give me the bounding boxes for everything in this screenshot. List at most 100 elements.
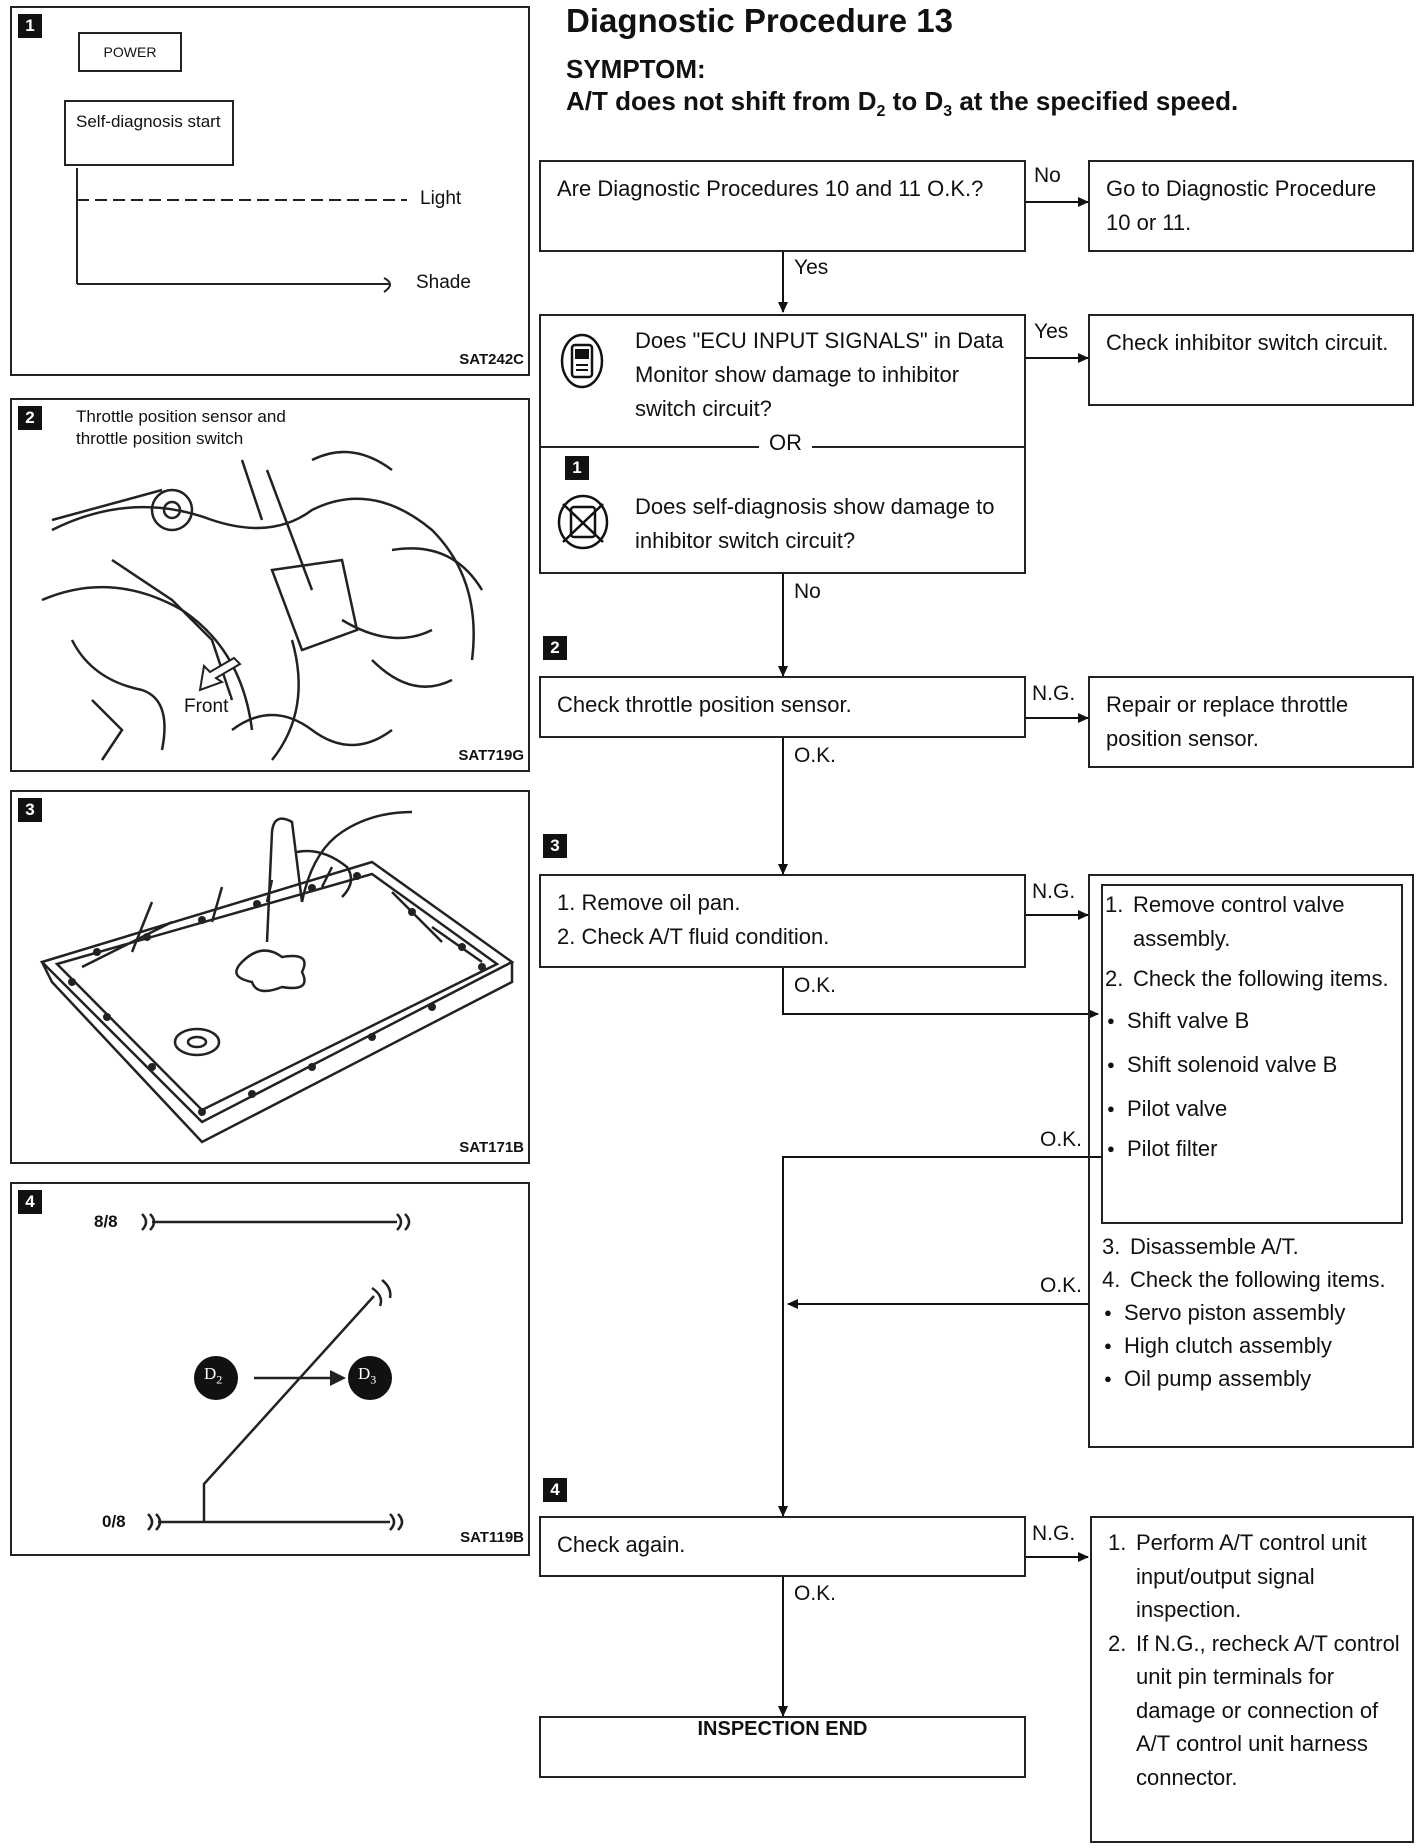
throttle-zero-label: 0/8 [102, 1512, 126, 1531]
dis-bullet: Oil pump assembly [1102, 1362, 1408, 1395]
cv-item-2: 2. Check the following items. [1105, 962, 1395, 996]
inspection-end-label: INSPECTION END [697, 1718, 868, 1740]
panel-number: 4 [18, 1190, 42, 1214]
action-text: Go to Diagnostic Procedure 10 or 11. [1106, 176, 1377, 235]
self-diagnosis-icon [557, 494, 609, 550]
panel-number: 2 [18, 406, 42, 430]
power-label: POWER [103, 44, 157, 60]
ok-label: O.K. [794, 974, 837, 997]
action-go-to-procedure: Go to Diagnostic Procedure 10 or 11. [1088, 160, 1414, 252]
panel-3-oil-pan: 3 SAT171B [10, 790, 530, 1164]
page-title: Diagnostic Procedure 13 [566, 2, 953, 39]
oil-pan-illustration [39, 810, 515, 1144]
no-label: No [1034, 164, 1061, 187]
panel-1-timing: 1 POWER Self-diagnosis start Light Shade… [10, 6, 530, 376]
ng-label: N.G. [1032, 880, 1076, 903]
cu-item-num: 2. [1108, 1630, 1127, 1656]
no-label: No [794, 580, 821, 603]
dis-item-3: 3. Disassemble A/T. [1102, 1230, 1408, 1263]
remove-oil-pan-step: 1. Remove oil pan. 2. Check A/T fluid co… [539, 874, 1026, 968]
cv-bullet: Pilot valve [1105, 1092, 1395, 1126]
cu-item-text: If N.G., recheck A/T control unit pin te… [1136, 1630, 1400, 1790]
consult-question-text: Does "ECU INPUT SIGNALS" in Data Monitor… [635, 328, 1004, 421]
disassemble-list: 3. Disassemble A/T. 4.Check the following… [1102, 1230, 1408, 1395]
timing-lines [76, 168, 407, 293]
dis-item-num: 3. [1102, 1234, 1121, 1259]
step-badge-4: 4 [543, 1478, 567, 1502]
inspection-procedure-outer [1088, 874, 1414, 1448]
step-badge-2: 2 [543, 636, 567, 660]
symptom-text-part2: to D [885, 86, 944, 116]
d2-letter: D [204, 1364, 217, 1383]
self-diagnosis-question-text: Does self-diagnosis show damage to inhib… [635, 494, 995, 553]
cv-bullet: Shift valve B [1105, 1004, 1395, 1038]
dis-item-4: 4.Check the following items. [1102, 1263, 1408, 1296]
figure-code: SAT242C [459, 351, 524, 368]
power-box: POWER [78, 32, 182, 72]
ok-label: O.K. [794, 1582, 837, 1605]
front-label: Front [182, 696, 231, 718]
check-again-step: Check again. [539, 1516, 1026, 1577]
cv-item-text: Check the following items. [1133, 966, 1389, 991]
d2-label: D2 [204, 1364, 222, 1387]
check-throttle-sensor: Check throttle position sensor. [539, 676, 1026, 738]
self-diagnosis-box: Self-diagnosis start [64, 100, 234, 166]
step-item-2: 2. Check A/T fluid condition. [557, 924, 830, 949]
step-badge-3: 3 [543, 834, 567, 858]
ok-label: O.K. [1040, 1128, 1083, 1151]
dis-item-text: Disassemble A/T. [1130, 1234, 1299, 1259]
panel-number: 1 [18, 14, 42, 38]
cu-item-2: 2. If N.G., recheck A/T control unit pin … [1108, 1627, 1406, 1795]
d3-label: D3 [358, 1364, 376, 1387]
cv-item-1: 1. Remove control valve assembly. [1105, 888, 1395, 956]
step-text: Check again. [557, 1532, 686, 1557]
yes-label: Yes [794, 256, 829, 279]
action-text: Repair or replace throttle position sens… [1106, 692, 1349, 751]
shift-diagram [141, 1213, 411, 1531]
question-procedures-10-11: Are Diagnostic Procedures 10 and 11 O.K.… [539, 160, 1026, 252]
consult-icon [560, 333, 604, 389]
symptom-sub-1: 2 [876, 103, 886, 121]
symptom-label: SYMPTOM: [566, 54, 706, 84]
figure-code: SAT719G [458, 747, 524, 764]
step-badge-1: 1 [565, 456, 589, 480]
cv-bullet: Pilot filter [1105, 1132, 1395, 1166]
question-inhibitor-switch: Does "ECU INPUT SIGNALS" in Data Monitor… [539, 314, 1026, 574]
throttle-position-label: Throttle position sensor and throttle po… [76, 406, 316, 450]
cv-bullet: Shift solenoid valve B [1105, 1048, 1395, 1082]
throttle-full-label: 8/8 [94, 1212, 118, 1231]
dis-item-text: Check the following items. [1130, 1267, 1386, 1292]
panel-number: 3 [18, 798, 42, 822]
ok-label: O.K. [1040, 1274, 1083, 1297]
dis-bullet: High clutch assembly [1102, 1329, 1408, 1362]
d3-letter: D [358, 1364, 371, 1383]
dis-bullet: Servo piston assembly [1102, 1296, 1408, 1329]
panel-2-engine: 2 Throttle position sensor and throttle … [10, 398, 530, 772]
engine-illustration [41, 450, 484, 761]
symptom-text: A/T does not shift from D2 to D3 at the … [566, 86, 1238, 121]
yes-label: Yes [1034, 320, 1069, 343]
cu-item-1: 1.Perform A/T control unit input/output … [1108, 1526, 1406, 1627]
figure-code: SAT171B [459, 1139, 524, 1156]
ng-label: N.G. [1032, 1522, 1076, 1545]
inspection-end-box: INSPECTION END [539, 1716, 1026, 1778]
step-item-1: 1. Remove oil pan. [557, 890, 741, 915]
cv-item-num: 2. [1105, 966, 1124, 991]
cu-item-text: Perform A/T control unit input/output si… [1136, 1530, 1367, 1622]
cv-item-num: 1. [1105, 892, 1124, 917]
ok-label: O.K. [794, 744, 837, 767]
cv-item-text: Remove control valve assembly. [1133, 892, 1345, 951]
control-unit-inspection-box: 1.Perform A/T control unit input/output … [1090, 1516, 1414, 1843]
action-repair-throttle-sensor: Repair or replace throttle position sens… [1088, 676, 1414, 768]
or-label: OR [759, 430, 812, 456]
panel-4-shift-diagram: 4 8/8 0/8 D2 D3 SAT119B [10, 1182, 530, 1556]
symptom-text-part1: A/T does not shift from D [566, 86, 877, 116]
action-check-inhibitor-circuit: Check inhibitor switch circuit. [1088, 314, 1414, 406]
d2-subscript: 2 [216, 1372, 223, 1387]
figure-code: SAT119B [460, 1529, 524, 1546]
control-valve-inner-box: 1. Remove control valve assembly. 2. Check… [1101, 884, 1403, 1224]
self-diagnosis-label: Self-diagnosis start [76, 112, 221, 131]
shade-label: Shade [416, 272, 471, 293]
action-text: Check inhibitor switch circuit. [1106, 330, 1389, 355]
